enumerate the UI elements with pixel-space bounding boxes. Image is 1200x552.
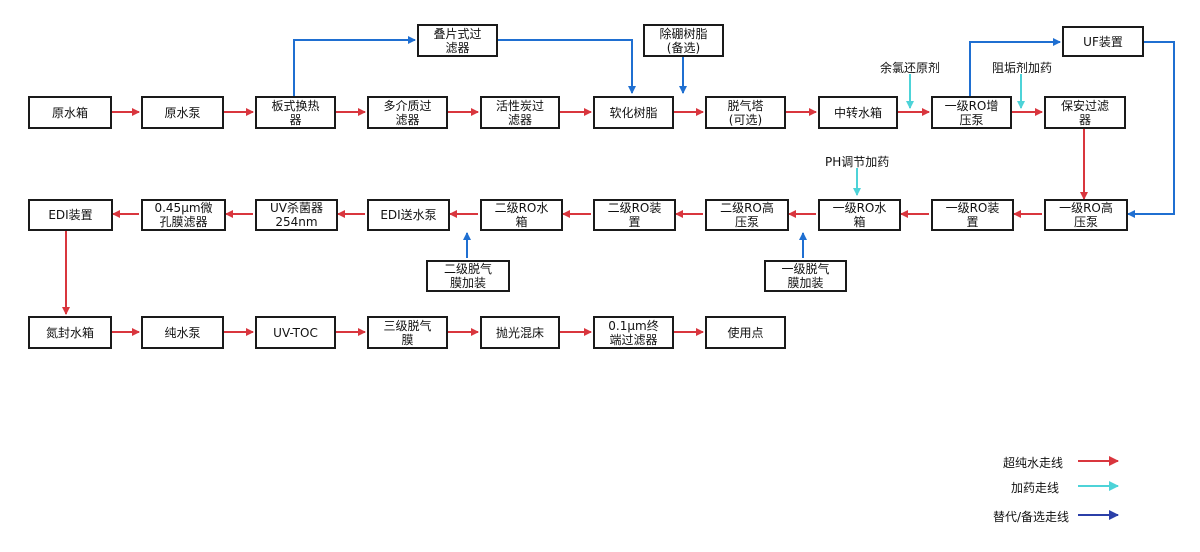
node-degas1: 一级脱气 膜加装 <box>764 260 847 292</box>
dose-arrows <box>853 74 1025 196</box>
row1-main-arrows <box>112 108 1088 200</box>
node-degas2: 二级脱气 膜加装 <box>426 260 510 292</box>
node-ro2-tank: 二级RO水 箱 <box>480 199 563 231</box>
node-edi: EDI装置 <box>28 199 113 231</box>
alt-diepian-ruanhua <box>498 39 636 94</box>
label-zugou: 阻垢剂加药 <box>992 61 1053 75</box>
node-usepoint: 使用点 <box>705 316 786 349</box>
node-paoguang: 抛光混床 <box>480 316 560 349</box>
node-banshi: 板式换热 器 <box>255 96 336 129</box>
legend-main-label: 超纯水走线 <box>1003 456 1064 470</box>
node-ro1-hp: 一级RO高 压泵 <box>1044 199 1128 231</box>
node-tuoqita: 脱气塔 (可选) <box>705 96 786 129</box>
label-ph: PH调节加药 <box>825 155 890 169</box>
node-uv254: UV杀菌器 254nm <box>255 199 338 231</box>
alt-ro1zengya-uf <box>969 38 1061 96</box>
node-uvtoc: UV-TOC <box>255 316 336 349</box>
node-chupeng: 除硼树脂 (备选) <box>643 24 724 57</box>
node-baoan: 保安过滤 器 <box>1044 96 1126 129</box>
legend-alt-label: 替代/备选走线 <box>993 510 1070 524</box>
node-ruanhua: 软化树脂 <box>593 96 674 129</box>
legend-arrows <box>1078 456 1119 520</box>
node-chunshuibeng: 纯水泵 <box>141 316 224 349</box>
node-huoxingtan: 活性炭过 滤器 <box>480 96 560 129</box>
row2-main-arrows <box>62 210 1042 315</box>
node-uf: UF装置 <box>1062 26 1144 57</box>
legend-dose-label: 加药走线 <box>1011 481 1060 495</box>
alt-banshi-diepian <box>293 36 416 96</box>
node-diepian: 叠片式过 滤器 <box>417 24 498 57</box>
node-ro2-dev: 二级RO装 置 <box>593 199 676 231</box>
node-degas3: 三级脱气 膜 <box>367 316 448 349</box>
node-yuanshuixiang: 原水箱 <box>28 96 112 129</box>
alt-uf-ro1hp <box>1127 41 1175 218</box>
node-wkl: 0.45μm微 孔膜滤器 <box>141 199 226 231</box>
label-yulv: 余氯还原剂 <box>880 61 941 75</box>
node-terminal: 0.1μm终 端过滤器 <box>593 316 674 349</box>
node-zhongzhuan: 中转水箱 <box>818 96 898 129</box>
node-ro1-tank: 一级RO水 箱 <box>818 199 901 231</box>
node-ro1-zengya: 一级RO增 压泵 <box>931 96 1012 129</box>
node-danfeng: 氮封水箱 <box>28 316 112 349</box>
node-ro2-hp: 二级RO高 压泵 <box>705 199 789 231</box>
node-yuanshuibeng: 原水泵 <box>141 96 224 129</box>
alt-arrows <box>293 36 1175 258</box>
node-edi-pump: EDI送水泵 <box>367 199 450 231</box>
node-duojiezhi: 多介质过 滤器 <box>367 96 448 129</box>
node-ro1-dev: 一级RO装 置 <box>931 199 1014 231</box>
